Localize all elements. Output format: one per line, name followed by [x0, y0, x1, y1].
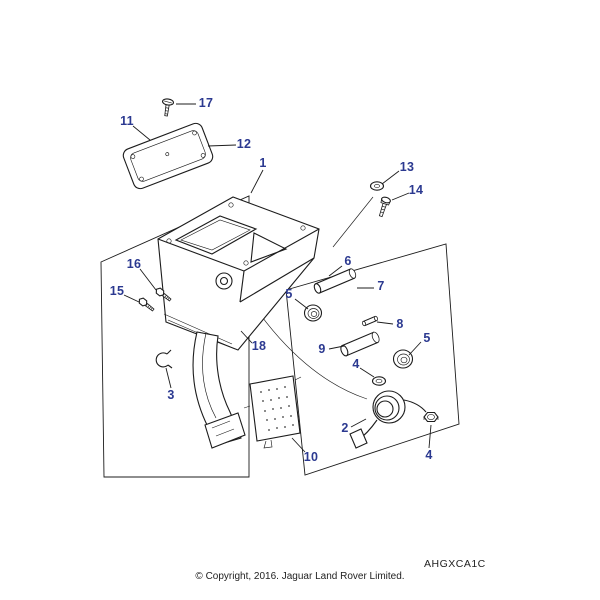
assembly-group-box-right [285, 243, 460, 476]
leader-8 [376, 321, 394, 325]
callout-1: 1 [259, 156, 267, 170]
pedal-pad-shape [243, 375, 302, 449]
leader-2 [350, 418, 367, 428]
mounting-line [332, 196, 374, 248]
callout-3: 3 [167, 388, 175, 402]
copyright-text: © Copyright, 2016. Jaguar Land Rover Lim… [195, 571, 405, 582]
leader-1 [250, 169, 264, 194]
pedal-housing-shape [157, 196, 320, 351]
washer-shape [369, 181, 385, 191]
clevis-pin-shape [313, 268, 357, 294]
callout-2: 2 [341, 421, 349, 435]
callout-4-upper: 4 [352, 357, 360, 371]
callout-12: 12 [236, 137, 252, 151]
callout-8: 8 [396, 317, 404, 331]
return-spring-shape [349, 390, 427, 449]
leader-13 [381, 170, 400, 185]
leader-12 [207, 144, 237, 147]
callout-18: 18 [251, 339, 267, 353]
leader-18 [240, 330, 253, 344]
bolt-15-shape [138, 297, 155, 312]
callout-17: 17 [198, 96, 214, 110]
callout-14: 14 [408, 183, 424, 197]
leader-3 [165, 367, 172, 389]
pedal-pad-texture [260, 386, 294, 431]
callout-16: 16 [126, 257, 142, 271]
leader-11 [132, 125, 151, 141]
leader-4a [359, 367, 375, 378]
callout-6: 6 [344, 254, 352, 268]
nut-shape [423, 411, 439, 423]
leader-10 [291, 437, 306, 453]
cover-plate-shape [122, 122, 214, 190]
leader-lines [123, 103, 432, 453]
leader-5b [408, 341, 422, 356]
bolt-16-shape [155, 287, 172, 302]
leader-5a [294, 298, 309, 310]
callout-5-upper: 5 [285, 287, 293, 301]
callout-4-lower: 4 [425, 448, 433, 462]
spring-washer-shape [371, 376, 387, 386]
callout-13: 13 [399, 160, 415, 174]
leader-6 [328, 265, 343, 277]
callout-11: 11 [120, 114, 134, 128]
pedal-arm-shape [192, 331, 246, 449]
callout-15: 15 [109, 284, 125, 298]
leader-9 [328, 345, 345, 350]
leader-14 [391, 192, 410, 201]
callout-10: 10 [303, 450, 319, 464]
callout-9: 9 [318, 342, 326, 356]
leader-15 [123, 294, 140, 303]
bushing-lower-shape [392, 349, 414, 369]
callout-5-lower: 5 [423, 331, 431, 345]
callout-7: 7 [377, 279, 385, 293]
leader-16 [139, 268, 157, 291]
leader-4b [428, 424, 432, 449]
diagram-code: AHGXCA1C [424, 558, 486, 570]
bushing-upper-shape [303, 304, 323, 322]
retaining-clip-shape [155, 349, 173, 369]
small-pin-shape [361, 315, 379, 327]
cover-screw-shape [161, 98, 175, 117]
spacer-tube-shape [340, 331, 380, 357]
mounting-screw-shape [378, 196, 391, 218]
